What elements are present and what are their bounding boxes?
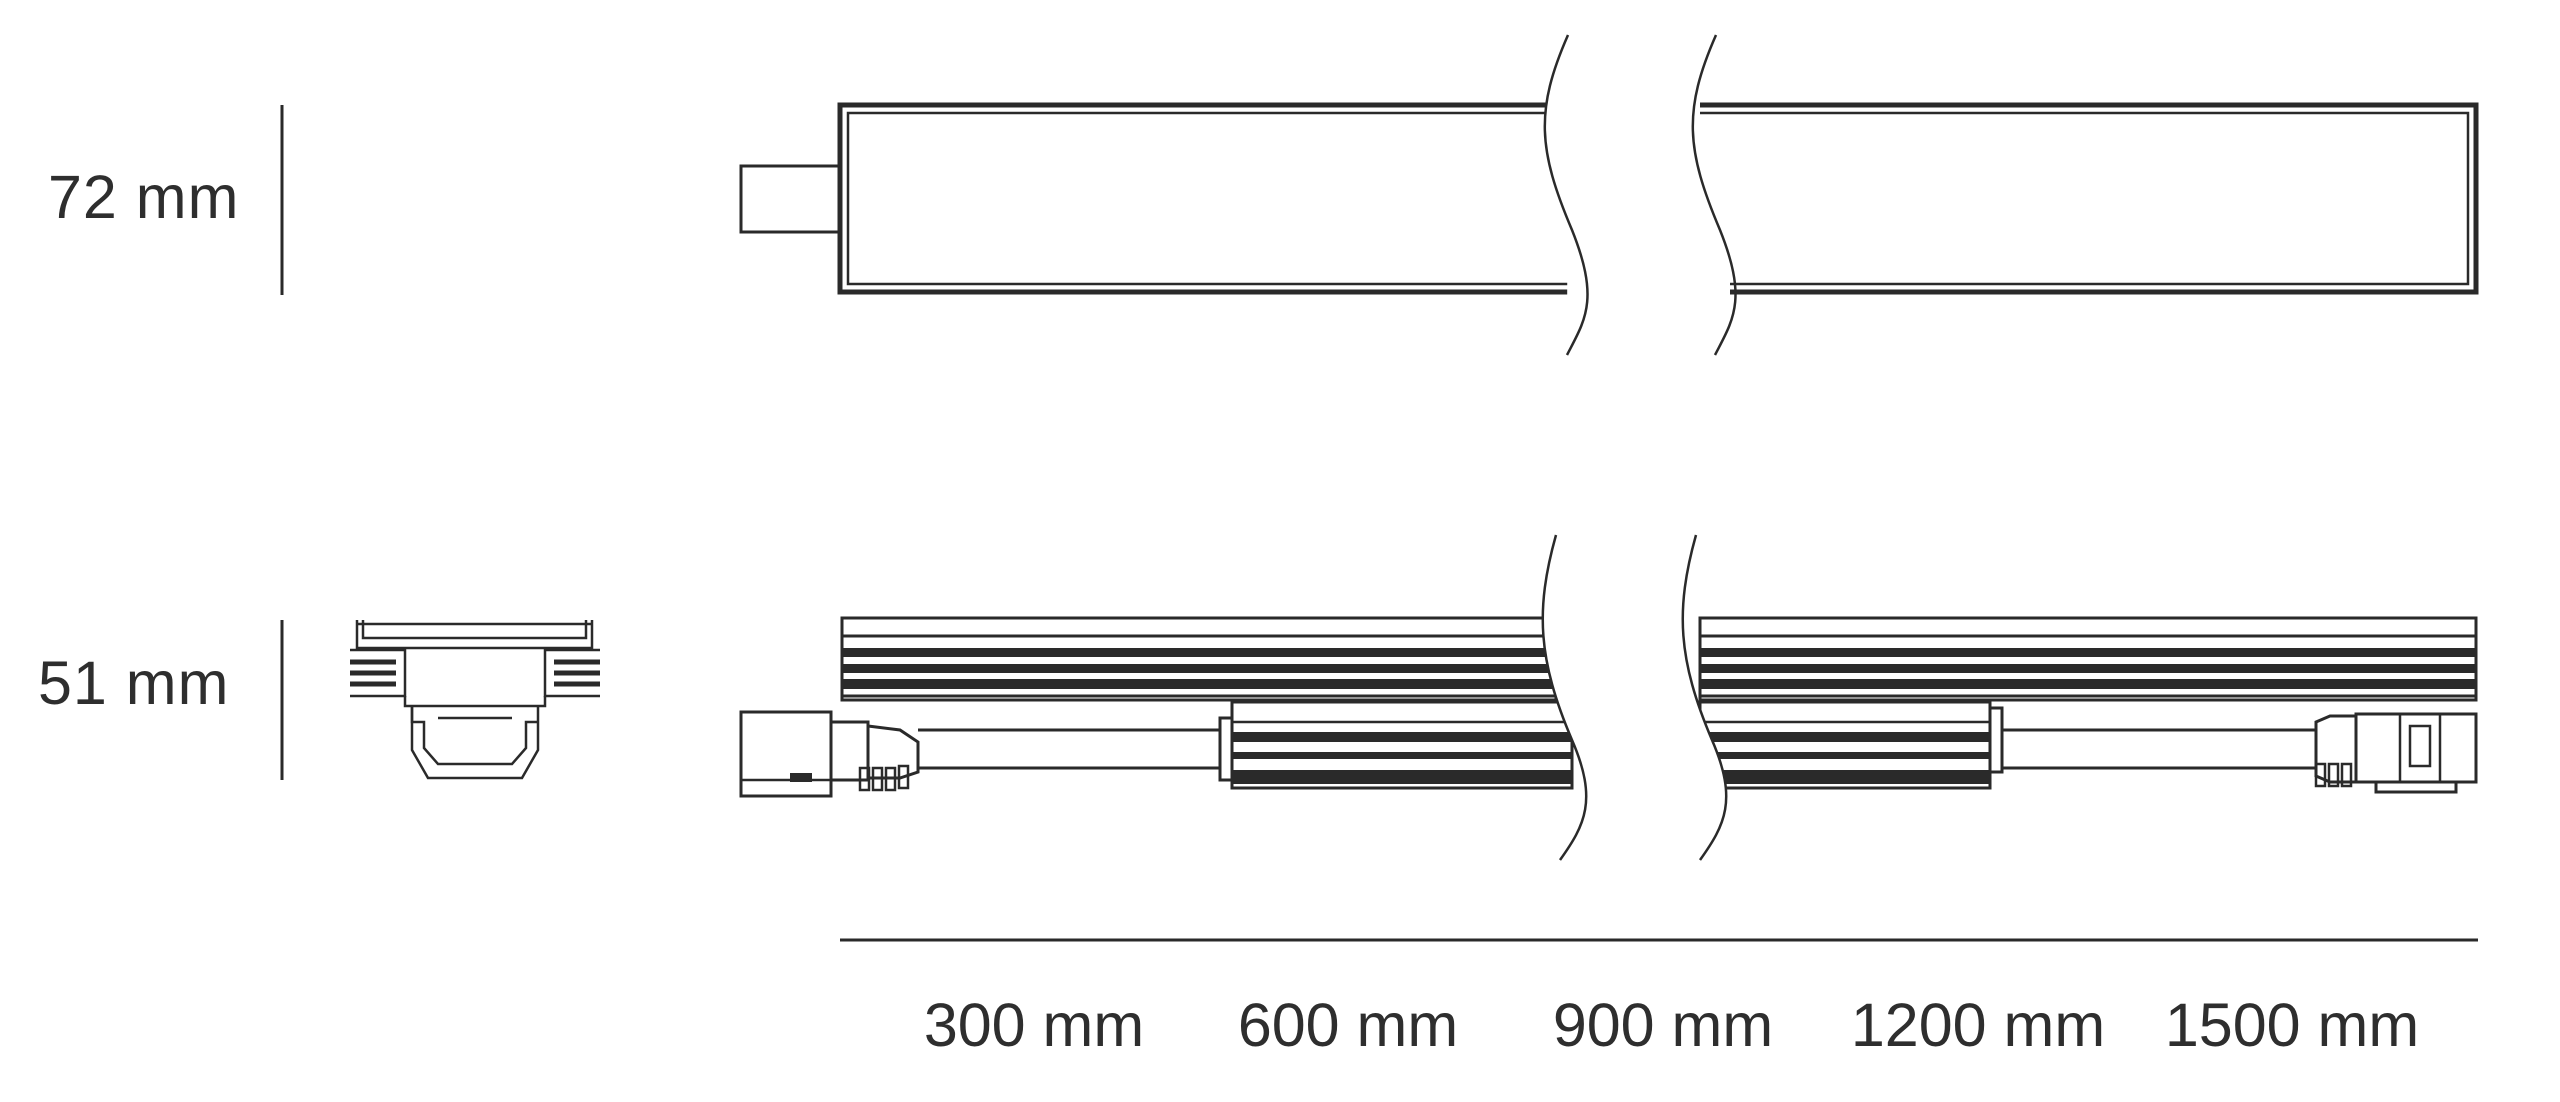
- right-connector: [2354, 712, 2478, 784]
- length-label-600: 600 mm: [1237, 991, 1459, 1059]
- length-label-1200: 1200 mm: [1850, 991, 2106, 1059]
- left-connector: [739, 710, 833, 798]
- break-line-side-right: [1681, 534, 1728, 861]
- profile-cross-section: [350, 620, 600, 780]
- side-view-fixture: [739, 534, 2478, 861]
- break-line-top-left: [1544, 35, 1588, 355]
- end-cap-stub: [739, 164, 841, 234]
- height-label-72: 72 mm: [48, 163, 240, 231]
- length-options: 300 mm 600 mm 900 mm 1200 mm 1500 mm: [900, 990, 2460, 1070]
- length-label-900: 900 mm: [1552, 991, 1774, 1059]
- length-label-1500: 1500 mm: [2164, 991, 2420, 1059]
- height-label-51: 51 mm: [38, 649, 230, 717]
- top-view-fixture: [739, 34, 2479, 356]
- break-line-top-right: [1691, 34, 1737, 356]
- break-line-side-left: [1541, 534, 1588, 861]
- length-label-300: 300 mm: [923, 991, 1145, 1059]
